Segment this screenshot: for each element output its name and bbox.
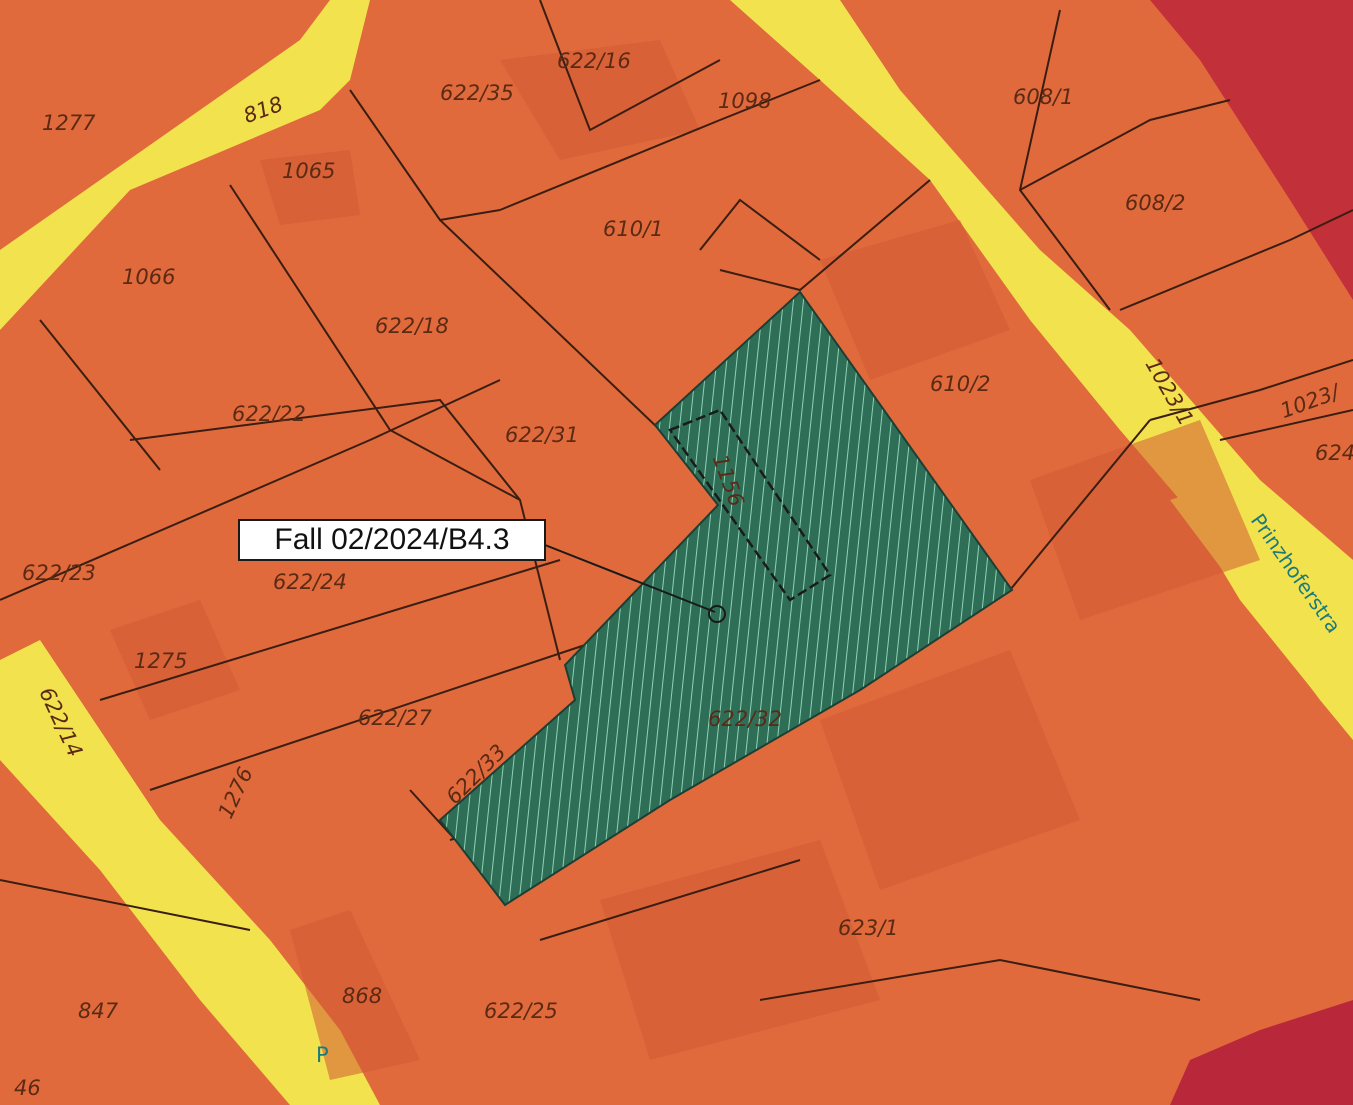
parcel-label: 1066: [122, 265, 175, 289]
parcel-label: 622/32: [708, 707, 782, 731]
parcel-label: 622/18: [375, 314, 449, 338]
dark-red-zone: [1150, 0, 1353, 300]
callout-anchor: [708, 605, 726, 623]
building-outline: [668, 408, 832, 602]
parcel-label: 622/31: [505, 423, 579, 447]
parcel-label: 1098: [718, 89, 771, 113]
parcel-label: 1275: [134, 649, 187, 673]
parcel-label: 46: [14, 1076, 41, 1100]
parcel-label: 610/2: [930, 372, 991, 396]
case-callout-label: Fall 02/2024/B4.3: [238, 519, 546, 561]
building-blocks: [110, 40, 1260, 1080]
parcel-label: 1065: [282, 159, 335, 183]
parcel-label: 610/1: [603, 217, 664, 241]
dark-red-zone-bottom: [1170, 1000, 1353, 1105]
parcel-label: P: [316, 1043, 329, 1067]
parcel-label: 622/23: [22, 561, 96, 585]
parcel-label: 622/27: [358, 706, 433, 730]
parcel-label: 624: [1315, 441, 1353, 465]
parcel-label: 1277: [42, 111, 96, 135]
parcel-label: 608/2: [1125, 191, 1186, 215]
highlighted-parcel: [438, 290, 1014, 907]
parcel-label: 622/35: [440, 81, 514, 105]
road-north-west: [0, 0, 370, 330]
callout-leader: [544, 544, 716, 613]
parcel-label: 622/25: [484, 999, 558, 1023]
parcel-label: 623/1: [838, 916, 899, 940]
parcel-label: 622/16: [557, 49, 631, 73]
road-south-west: [0, 640, 380, 1105]
parcel-label: 847: [78, 999, 119, 1023]
parcel-label: 868: [342, 984, 382, 1008]
parcel-label: 622/24: [273, 570, 347, 594]
parcel-label: 622/22: [232, 402, 306, 426]
parcel-label: 608/1: [1013, 85, 1074, 109]
